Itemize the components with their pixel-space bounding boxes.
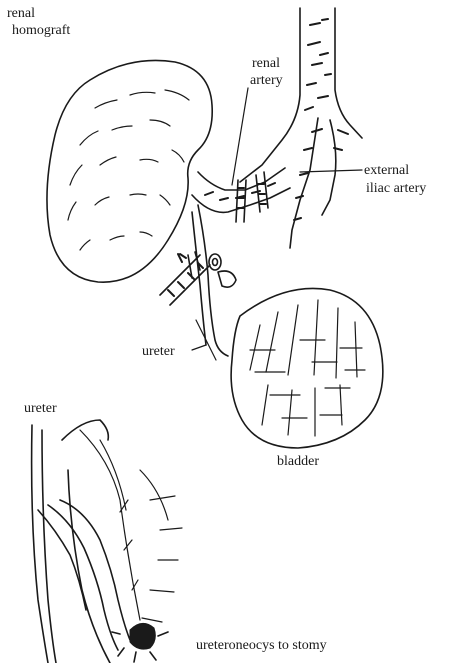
label-ureter-inset: ureter: [24, 400, 57, 417]
label-external-iliac-2: iliac artery: [366, 180, 426, 197]
label-renal-homograft-2: homograft: [12, 22, 70, 39]
vessel-clips: [160, 252, 236, 305]
label-bladder: bladder: [277, 453, 319, 470]
bladder-shape: [231, 288, 383, 448]
label-renal-homograft-1: renal: [7, 5, 35, 22]
inset-ureteroneocystostomy: [32, 420, 182, 663]
ureter-top: [192, 205, 228, 360]
kidney: [47, 60, 212, 282]
label-ureter-top: ureter: [142, 343, 175, 360]
iliac-vessel: [240, 8, 362, 248]
label-external-iliac-1: external: [364, 162, 409, 179]
leader-lines: [192, 88, 362, 350]
label-ureteroneocystostomy: ureteroneocys to stomy: [196, 637, 327, 654]
label-renal-artery-1: renal: [252, 55, 280, 72]
label-renal-artery-2: artery: [250, 72, 283, 89]
renal-artery: [192, 168, 290, 222]
